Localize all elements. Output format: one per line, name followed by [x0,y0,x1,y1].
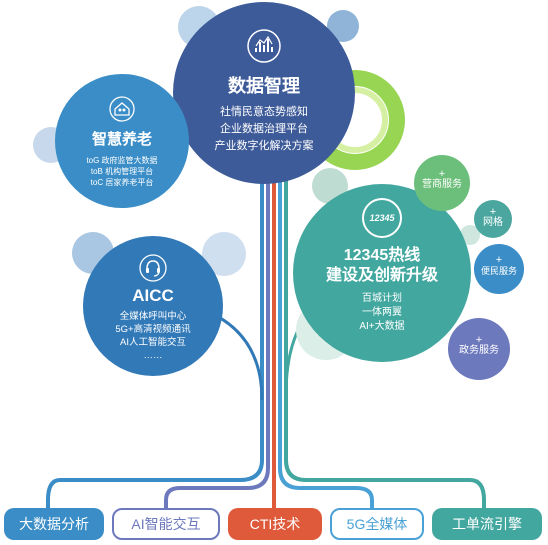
aicc-line: 5G+高清视频通讯 [115,324,191,335]
aicc-circle: AICC 全媒体呼叫中心 5G+高清视频通讯 AI人工智能交互 …… [83,236,223,376]
trunk-line-purple [164,175,270,510]
bubble-label: 政务服务 [459,345,499,356]
eldercare-title: 智慧养老 [91,131,152,148]
main-line: 企业数据治理平台 [220,123,308,135]
trunk-line-teal [284,175,486,510]
hotline-12345-circle: 12345 12345热线 建设及创新升级 百城计划 一体两翼 AI+大数据 [293,184,471,362]
plus-icon: + [495,254,503,266]
hotline-line: 一体两翼 [362,307,402,318]
eldercare-line: toC 居家养老平台 [90,178,154,187]
hotline-title-line2: 建设及创新升级 [325,267,438,284]
eldercare-line: toB 机构管理平台 [90,167,154,176]
hotline-title-line1: 12345热线 [343,247,421,264]
hotline-line: 百城计划 [362,293,402,304]
bubble-label: 网格 [483,217,503,228]
chart-icon [247,29,281,63]
hotline-logo-icon: 12345 [362,198,402,238]
bubble-label: 便民服务 [480,266,517,276]
trunk-line-blue [46,175,264,510]
hotline-line: AI+大数据 [359,321,405,332]
hotline-logo-text: 12345 [369,213,395,223]
workflow-engine-button[interactable]: 工单流引擎 [432,508,542,540]
bubble-label: 营商服务 [422,179,462,190]
aicc-line: 全媒体呼叫中心 [119,311,187,322]
trunk-line-lightblue [278,175,374,510]
plus-icon: + [438,168,446,180]
government-service-bubble: + 政务服务 [448,318,510,380]
main-line: 社情民意态势感知 [220,106,308,118]
cti-tech-button[interactable]: CTI技术 [228,508,322,540]
ai-interaction-button[interactable]: AI智能交互 [112,508,220,540]
business-service-bubble: + 营商服务 [414,155,470,211]
main-title: 数据智理 [228,76,300,96]
aicc-title: AICC [132,286,174,305]
house-people-icon [109,96,135,122]
grid-bubble: + 网格 [474,200,512,238]
data-governance-circle: 数据智理 社情民意态势感知 企业数据治理平台 产业数字化解决方案 [173,2,355,184]
plus-icon: + [489,206,497,218]
plus-icon: + [475,334,483,346]
branch-left [214,313,264,401]
aicc-line: …… [143,350,163,361]
convenience-service-bubble: + 便民服务 [474,244,524,294]
aicc-line: AI人工智能交互 [120,337,186,348]
main-line: 产业数字化解决方案 [214,140,314,152]
headset-icon [139,254,167,282]
big-data-analysis-button[interactable]: 大数据分析 [4,508,104,540]
5g-omnimedia-button[interactable]: 5G全媒体 [330,508,424,540]
smart-eldercare-circle: 智慧养老 toG 政府监管大数据 toB 机构管理平台 toC 居家养老平台 [55,74,189,208]
eldercare-line: toG 政府监管大数据 [86,156,158,165]
